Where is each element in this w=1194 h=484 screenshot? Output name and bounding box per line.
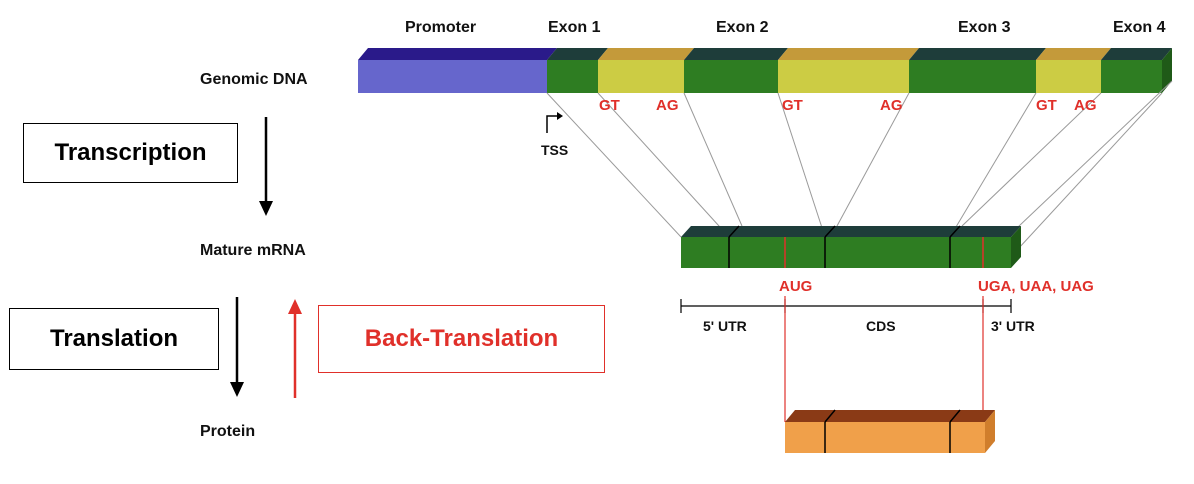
back-translation-text: Back-Translation [364, 325, 559, 352]
transcription-text: Transcription [54, 139, 207, 166]
exon4-top [1101, 48, 1172, 60]
tss-arrow-icon [546, 112, 563, 133]
protein-bar [785, 409, 995, 453]
intron2-top [778, 48, 919, 60]
genomic-side [1162, 48, 1172, 93]
tss-label: TSS [541, 142, 568, 158]
protein-side [985, 410, 995, 453]
cds-label: CDS [866, 318, 896, 334]
genomic-dna-bar [358, 48, 1172, 93]
exon3-top [909, 48, 1046, 60]
exon4-label: Exon 4 [1113, 19, 1166, 36]
splice-acceptor-3: AG [1074, 97, 1097, 114]
exon1-top [547, 48, 608, 60]
exon-mapping-lines [546, 80, 1173, 250]
exon4-segment [1101, 60, 1162, 93]
intron3-segment [1036, 60, 1101, 93]
translation-arrow-icon [230, 297, 244, 397]
exon3-label: Exon 3 [958, 19, 1011, 36]
mature-mrna-bar [681, 225, 1021, 268]
splice-donor-3: GT [1036, 97, 1057, 114]
mrna-front [681, 237, 1011, 268]
promoter-segment [358, 60, 547, 93]
intron2-segment [778, 60, 909, 93]
protein-front [785, 422, 985, 453]
splice-acceptor-1: AG [656, 97, 679, 114]
promoter-label: Promoter [405, 19, 476, 36]
intron1-segment [598, 60, 684, 93]
protein-label: Protein [200, 423, 255, 440]
translation-text: Translation [49, 325, 179, 352]
mrna-top [681, 226, 1021, 237]
splice-donor-1: GT [599, 97, 620, 114]
mature-mrna-label: Mature mRNA [200, 242, 306, 259]
exon2-label: Exon 2 [716, 19, 769, 36]
region-ruler [680, 299, 1012, 313]
stop-codons-label: UGA, UAA, UAG [978, 278, 1094, 295]
start-codon-label: AUG [779, 278, 812, 295]
genomic-dna-label: Genomic DNA [200, 71, 308, 88]
utr3-label: 3' UTR [991, 318, 1035, 334]
protein-top [785, 410, 995, 422]
intron1-top [598, 48, 694, 60]
transcription-box: Transcription [23, 123, 238, 183]
promoter-top [358, 48, 557, 60]
exon2-segment [684, 60, 778, 93]
transcription-arrow-icon [259, 117, 273, 216]
back-translation-box: Back-Translation [318, 305, 605, 373]
exon1-segment [547, 60, 598, 93]
intron3-top [1036, 48, 1111, 60]
exon3-segment [909, 60, 1036, 93]
cds-protein-lines [784, 296, 984, 422]
splice-donor-2: GT [782, 97, 803, 114]
translation-box: Translation [9, 308, 219, 370]
splice-acceptor-2: AG [880, 97, 903, 114]
back-translation-arrow-icon [288, 299, 302, 398]
utr5-label: 5' UTR [703, 318, 747, 334]
exon2-top [684, 48, 788, 60]
exon1-label: Exon 1 [548, 19, 601, 36]
mrna-side [1011, 226, 1021, 268]
